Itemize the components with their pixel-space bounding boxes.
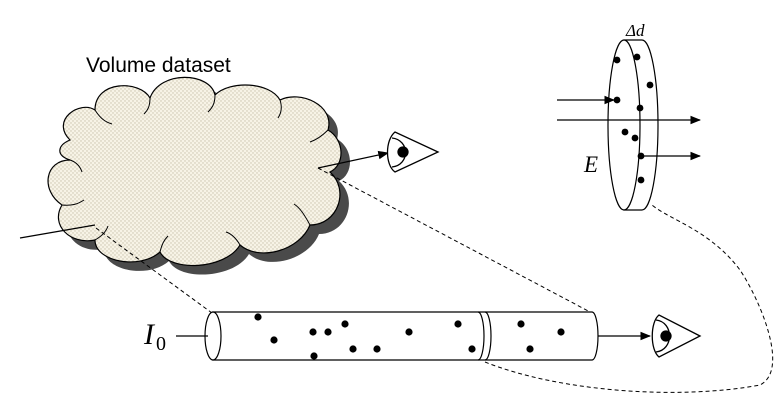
volume-dataset-label: Volume dataset <box>86 54 231 77</box>
volume-cloud <box>47 76 342 267</box>
cylinder-particles <box>254 313 565 360</box>
disk-ray-arrows <box>557 95 702 161</box>
disk-particles <box>613 53 654 184</box>
eye-icon <box>651 314 702 358</box>
eye-icon <box>386 131 440 173</box>
slice-thickness-label: Δd <box>625 21 645 40</box>
ray-cylinder <box>204 311 599 361</box>
slab-disk <box>607 39 659 211</box>
zoom-dashed-lines <box>95 167 774 393</box>
emission-label: E <box>583 152 598 177</box>
outgoing-ray-arrow <box>317 150 390 169</box>
incoming-ray <box>19 224 96 239</box>
